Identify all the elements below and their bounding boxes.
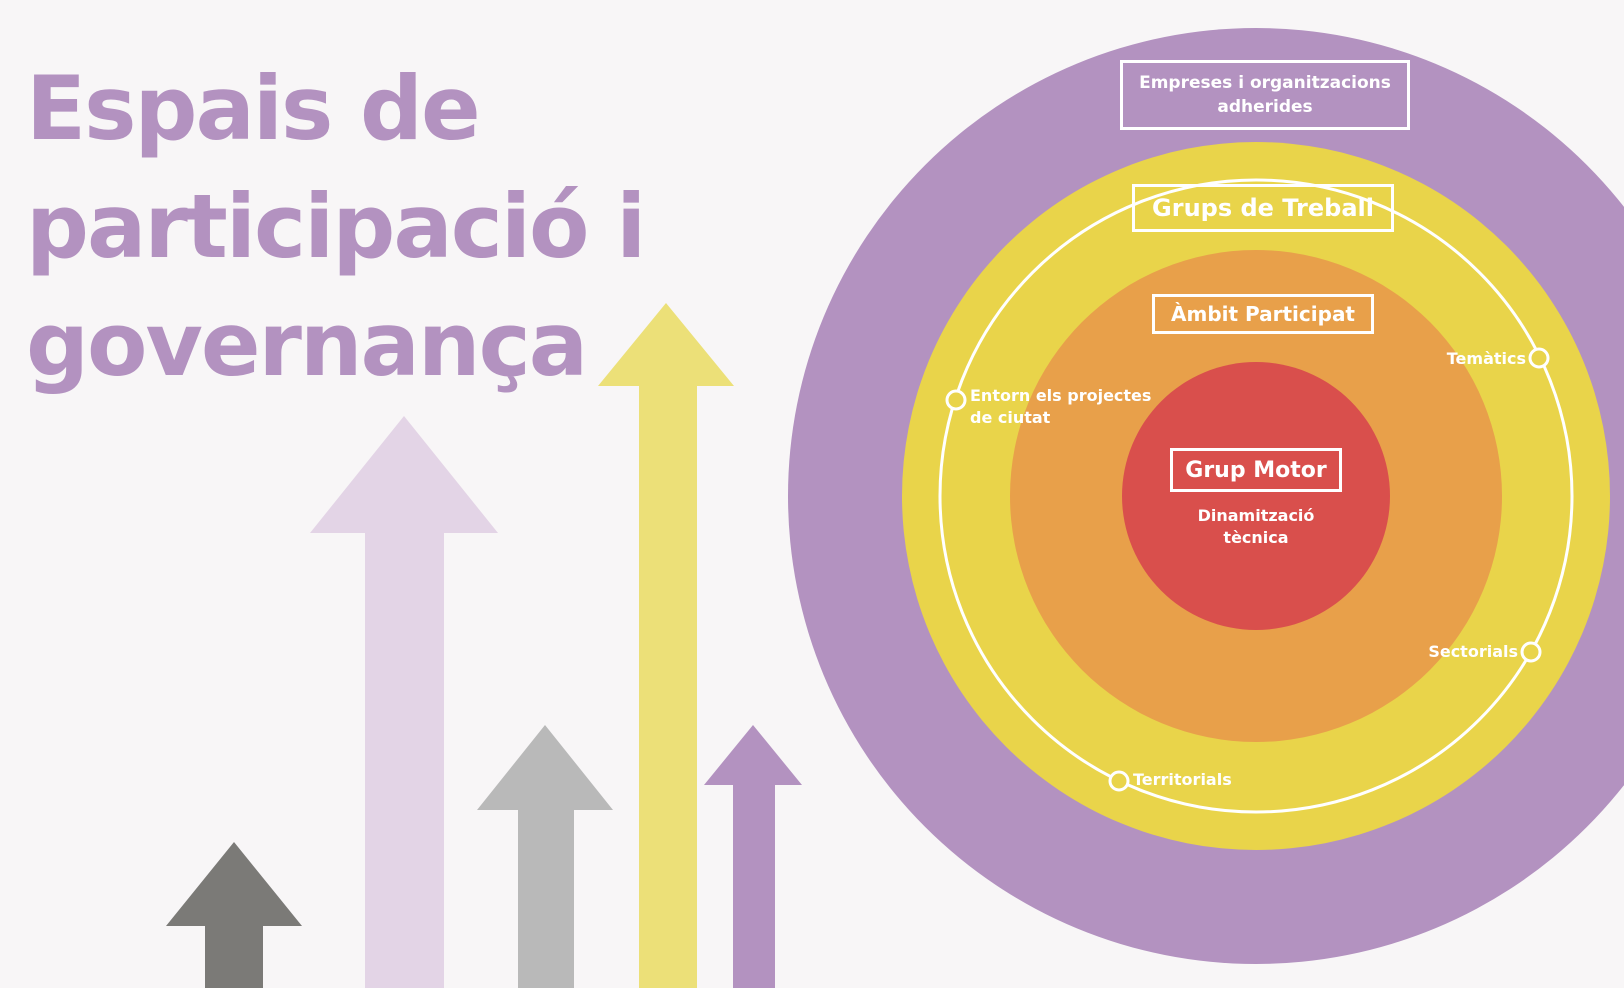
outer-circle-label: Empreses i organitzacions adherides — [1120, 60, 1410, 130]
gray-arrow — [477, 725, 613, 988]
entorn-label: Entorn els projectes de ciutat — [970, 385, 1190, 429]
sectorials-label-text: Sectorials — [1428, 642, 1518, 661]
node-territorials — [1108, 770, 1130, 792]
orbit-ring — [938, 178, 1574, 814]
territorials-label-text: Territorials — [1133, 770, 1232, 789]
sectorials-label: Sectorials — [1384, 641, 1518, 663]
purple-arrow — [704, 725, 802, 988]
outer-label-line-2: adherides — [1217, 97, 1313, 117]
title-line-2: participació i — [26, 175, 646, 278]
work-groups-label-text: Grups de Treball — [1152, 194, 1374, 222]
core-subtitle: Dinamització tècnica — [1160, 505, 1352, 549]
outer-label-line-1: Empreses i organitzacions — [1139, 73, 1391, 93]
title-line-3: governança — [26, 293, 588, 396]
core-label: Grup Motor — [1170, 448, 1342, 492]
work-groups-label: Grups de Treball — [1132, 184, 1394, 232]
core-label-text: Grup Motor — [1185, 457, 1327, 483]
territorials-label: Territorials — [1133, 769, 1293, 791]
entorn-label-line-1: Entorn els projectes — [970, 386, 1152, 405]
node-entorn — [945, 389, 967, 411]
light-purple-arrow — [310, 416, 498, 988]
light-yellow-arrow — [598, 303, 734, 988]
participant-label: Àmbit Participat — [1152, 294, 1374, 334]
core-circle — [1122, 362, 1390, 630]
core-subtitle-line-2: tècnica — [1223, 528, 1289, 547]
entorn-label-line-2: de ciutat — [970, 408, 1051, 427]
tematics-label: Temàtics — [1390, 348, 1526, 370]
tematics-label-text: Temàtics — [1446, 349, 1526, 368]
core-subtitle-line-1: Dinamització — [1197, 506, 1315, 525]
page-title: Espais de participació i governança — [26, 50, 726, 404]
participant-label-text: Àmbit Participat — [1171, 302, 1355, 326]
dark-gray-arrow — [166, 842, 302, 988]
title-line-1: Espais de — [26, 57, 481, 160]
node-sectorials — [1520, 641, 1542, 663]
node-tematics — [1528, 347, 1550, 369]
